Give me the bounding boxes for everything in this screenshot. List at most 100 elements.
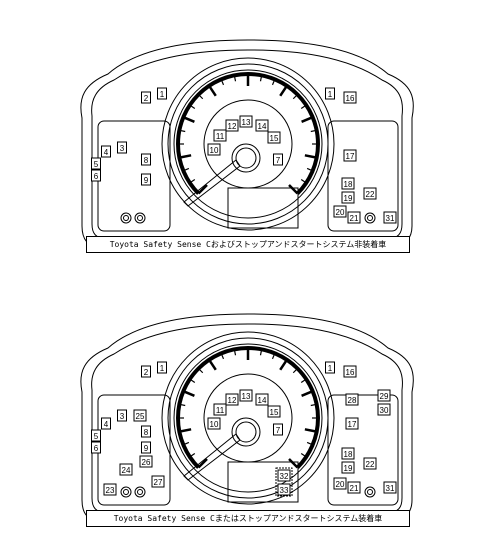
callout-box (273, 423, 283, 436)
callout-box (273, 153, 283, 166)
needle-hub-outer (231, 143, 261, 173)
callout-number-19: 19 (344, 194, 353, 203)
scale-tick (198, 368, 204, 374)
callout-number-23: 23 (106, 486, 115, 495)
callout-box (141, 425, 151, 438)
callout-number-30: 30 (380, 406, 389, 415)
callout-box (91, 169, 101, 182)
callout-box (341, 447, 355, 460)
callout-box (325, 361, 335, 374)
callout-box (377, 389, 391, 402)
callout-box (347, 481, 361, 494)
callout-box (101, 145, 111, 158)
indicator-lamp-inner (137, 489, 143, 495)
callout-box (341, 191, 355, 204)
scale-tick (259, 349, 263, 356)
callout-box (141, 153, 151, 166)
callout-number-18: 18 (344, 180, 353, 189)
scale-tick (271, 353, 276, 360)
scale-tick (233, 75, 237, 82)
diagram-caption-top: Toyota Safety Sense Cおよびストップアンドスタートシステム非… (86, 236, 410, 253)
scale-tick (292, 368, 298, 374)
callout-box (141, 173, 151, 186)
callout-number-1: 1 (328, 90, 333, 99)
callout-box (157, 87, 167, 100)
callout-number-28: 28 (348, 396, 357, 405)
scale-tick (233, 349, 237, 356)
callout-number-18: 18 (344, 450, 353, 459)
scale-tick (198, 94, 204, 100)
callout-number-27: 27 (154, 478, 163, 487)
indicator-lamp-inner (367, 489, 373, 495)
callout-box (141, 441, 151, 454)
indicator-lamp (120, 212, 132, 224)
callout-number-3: 3 (120, 412, 125, 421)
callout-number-9: 9 (144, 176, 149, 185)
callout-number-22: 22 (366, 460, 375, 469)
indicator-lamp (134, 486, 146, 498)
callout-box (341, 177, 355, 190)
callout-box (267, 405, 281, 418)
indicator-lamp-inner (137, 215, 143, 221)
callout-number-2: 2 (144, 368, 149, 377)
indicator-lamp (364, 486, 376, 498)
scale-tick (288, 184, 299, 195)
scale-tick (301, 390, 314, 397)
callout-box (213, 403, 227, 416)
callout-box (343, 91, 357, 104)
callout-number-7: 7 (276, 156, 281, 165)
dial-face (173, 69, 323, 219)
callout-number-29: 29 (380, 392, 389, 401)
callout-box (151, 475, 165, 488)
callout-box (225, 119, 239, 132)
callout-box (119, 463, 133, 476)
scale-tick (183, 167, 190, 172)
callout-group-dashed (275, 467, 293, 497)
dial-face (173, 343, 323, 493)
callout-box (383, 481, 397, 494)
speed-scale-arc (176, 72, 320, 195)
callout-box (325, 87, 335, 100)
callout-number-1: 1 (328, 364, 333, 373)
indicator-lamp (134, 212, 146, 224)
cluster-housing (80, 313, 414, 523)
callout-box (341, 461, 355, 474)
callout-number-6: 6 (94, 444, 99, 453)
callout-box (91, 429, 101, 442)
scale-tick (189, 378, 196, 383)
scale-tick (300, 453, 307, 458)
callout-box (333, 477, 347, 490)
callout-box (345, 393, 359, 406)
callout-number-25: 25 (136, 412, 145, 421)
scale-tick (300, 378, 307, 383)
scale-tick (304, 428, 317, 433)
callout-box (101, 417, 111, 430)
callout-number-11: 11 (216, 406, 225, 415)
callout-number-1: 1 (160, 364, 165, 373)
callout-box (213, 129, 227, 142)
callout-box (267, 131, 281, 144)
callout-number-12: 12 (228, 122, 237, 131)
scale-tick (189, 179, 196, 184)
needle-hub-inner (235, 147, 257, 169)
scale-tick (179, 403, 186, 407)
callout-number-31: 31 (386, 214, 395, 223)
callout-number-15: 15 (270, 134, 279, 143)
needle (183, 433, 241, 481)
callout-box (363, 457, 377, 470)
scale-tick (306, 441, 313, 446)
scale-tick (197, 458, 208, 469)
callout-box (239, 389, 253, 402)
scale-tick (300, 104, 307, 109)
callout-number-5: 5 (94, 160, 99, 169)
callout-number-5: 5 (94, 432, 99, 441)
callout-box (139, 455, 153, 468)
callout-box (255, 393, 269, 406)
callout-number-20: 20 (336, 480, 345, 489)
callout-box (347, 211, 361, 224)
callout-box (363, 187, 377, 200)
callout-box (117, 141, 127, 154)
callout-box (333, 205, 347, 218)
callout-box (343, 365, 357, 378)
